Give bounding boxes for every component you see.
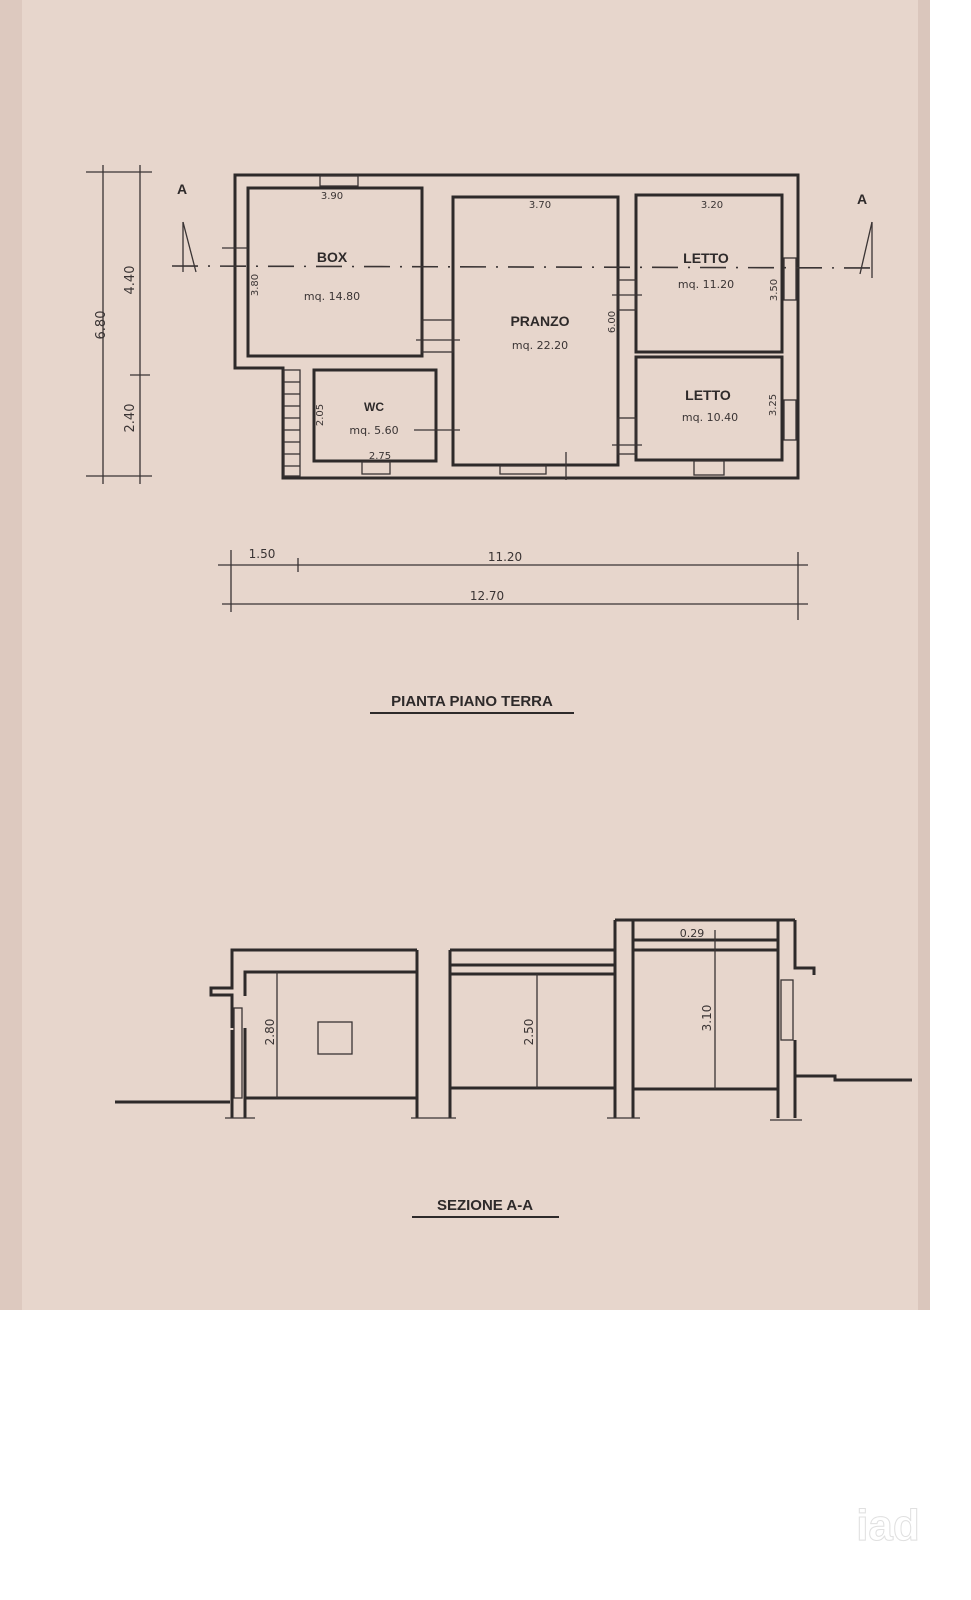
section-opening	[317, 1021, 353, 1055]
room-depth-letto-1: 3.50	[769, 279, 780, 301]
room-area-letto-1: mq. 11.20	[678, 278, 734, 291]
room-depth-box: 3.80	[250, 274, 261, 296]
section-column-1	[415, 950, 452, 1118]
stairs	[283, 369, 301, 477]
room-area-pranzo: mq. 22.20	[512, 339, 568, 352]
room-name-pranzo: PRANZO	[510, 313, 569, 329]
room-depth-letto-2: 3.25	[768, 394, 779, 416]
section-column-2	[613, 918, 795, 1118]
room-width-pranzo: 3.70	[529, 200, 551, 211]
paper-sheet	[0, 0, 928, 1310]
dim-width-left: 1.50	[249, 547, 276, 561]
room-wc	[312, 368, 438, 463]
section-title: SEZIONE A-A	[437, 1197, 533, 1214]
section-arrow-right	[859, 221, 873, 278]
section-left-wall	[209, 948, 417, 1118]
room-width-wc: 2.75	[369, 451, 391, 462]
section-right-wall	[776, 920, 816, 1118]
dim-depth-upper: 4.40	[123, 266, 138, 295]
room-area-box: mq. 14.80	[304, 290, 360, 303]
dim-width-main: 11.20	[488, 550, 522, 564]
room-depth-wc: 2.05	[315, 404, 326, 426]
watermark-logo: iad	[856, 1501, 920, 1550]
section-a-a: 2.80 2.50 3.10 0.29 SEZIONE A-A	[115, 918, 912, 1218]
section-line	[171, 265, 881, 269]
room-box	[246, 186, 424, 358]
dimension-lines-vertical	[86, 165, 152, 484]
section-window-right	[780, 979, 794, 1041]
dim-total-depth: 6.80	[94, 311, 109, 340]
room-area-letto-2: mq. 10.40	[682, 411, 738, 424]
room-name-box: BOX	[317, 249, 348, 265]
section-height-1: 2.80	[263, 1019, 277, 1046]
section-dimension-lines	[276, 930, 716, 1098]
room-letto-2	[634, 355, 784, 462]
section-arrow-left	[182, 221, 197, 273]
section-marker-left: A	[177, 181, 187, 197]
section-slab-middle	[450, 948, 615, 1090]
room-name-wc: WC	[364, 400, 384, 414]
outer-wall	[233, 173, 800, 480]
section-slab-thickness: 0.29	[680, 927, 705, 940]
section-height-3: 3.10	[700, 1005, 714, 1032]
room-width-box: 3.90	[321, 191, 343, 202]
paper-edge-right	[918, 0, 930, 1310]
floor-plan: A A BOX mq. 14.80 3.90 3.80 PRANZO mq. 2…	[86, 165, 881, 714]
dim-depth-lower: 2.40	[123, 404, 138, 433]
section-height-2: 2.50	[522, 1019, 536, 1046]
ground-line-right	[795, 1074, 912, 1082]
room-name-letto-1: LETTO	[683, 250, 729, 266]
room-width-letto-1: 3.20	[701, 200, 723, 211]
dim-total-width: 12.70	[470, 589, 504, 603]
section-marker-right: A	[857, 191, 867, 207]
room-depth-pranzo: 6.00	[607, 311, 618, 333]
plan-title: PIANTA PIANO TERRA	[391, 693, 553, 710]
room-area-wc: mq. 5.60	[349, 424, 398, 437]
paper-edge	[0, 0, 22, 1310]
openings	[222, 175, 797, 480]
room-name-letto-2: LETTO	[685, 387, 731, 403]
room-letto-1	[634, 193, 784, 354]
dimension-lines-horizontal	[218, 550, 808, 620]
section-window-left	[233, 1007, 243, 1099]
